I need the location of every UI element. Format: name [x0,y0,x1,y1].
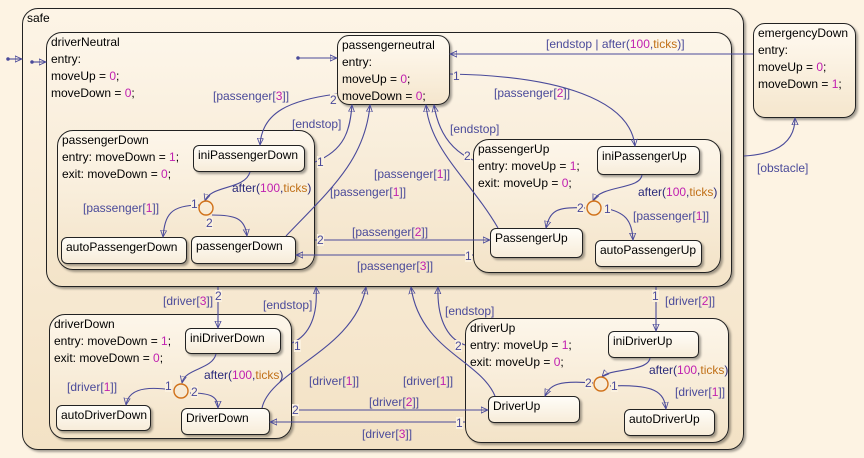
state-passengerneutral-label: passengerneutral [342,38,435,52]
state-emergencyDown-label: emergencyDown [758,26,849,40]
state-passengerDown-group-label: passengerDown [62,133,149,147]
priority-ddj-2: 2 [191,385,198,399]
priority-puj-1: 1 [604,202,611,216]
state-driverUp-group-label: driverUp [470,321,516,335]
state-DriverDown[interactable]: DriverDown [181,408,270,435]
label-driver-2-top: [driver[2]] [665,294,716,308]
state-autoPassengerDown[interactable]: autoPassengerDown [61,237,187,264]
priority-pd-1: 1 [317,155,324,169]
label-passenger-3-cross: [passenger[3]] [357,259,434,273]
label-passenger-1-pu-inner: [passenger[1]] [633,209,710,223]
priority-du-1: 1 [652,289,659,303]
priority-pu-2: 2 [464,149,471,163]
label-endstop-du: [endstop] [445,304,495,318]
priority-puj-2: 2 [577,201,584,215]
label-after-pd: after(100,ticks) [232,181,312,195]
state-passengerneutral[interactable]: passengerneutral entry: moveUp = 0; move… [337,35,450,105]
label-after-pu: after(100,ticks) [638,185,718,199]
state-passengerUp-group-label: passengerUp [478,142,550,156]
priority-pdj-2: 2 [206,216,213,230]
label-driver-1-dd-inner: [driver[1]] [67,380,118,394]
priority-duj-2: 2 [585,376,592,390]
label-passenger-1-pd: [passenger[1]] [330,185,407,199]
state-autoDriverDown[interactable]: autoDriverDown [56,405,151,431]
state-PassengerUp[interactable]: PassengerUp [490,228,583,258]
priority-du-cross-1: 1 [456,416,463,430]
priority-pu-cross-1: 1 [465,249,472,263]
label-endstop-after: [endstop | after(100,ticks)] [546,37,685,51]
label-passenger-3-top: [passenger[3]] [213,89,290,103]
label-driver-2-cross: [driver[2]] [369,395,420,409]
state-emergencyDown[interactable]: emergencyDown entry: moveUp = 0; moveDow… [753,23,856,118]
label-endstop-pu: [endstop] [450,122,500,136]
label-driver-1-du-inner: [driver[1]] [675,385,726,399]
label-obstacle: [obstacle] [757,161,809,175]
label-driver-1-du: [driver[1]] [403,374,454,388]
priority-pdj-1: 1 [191,197,198,211]
state-iniPassengerDown[interactable]: iniPassengerDown [193,145,305,172]
state-safe-label: safe [27,11,50,25]
label-after-dd: after(100,ticks) [204,368,284,382]
label-driver-1-dd: [driver[1]] [309,374,360,388]
transition-obstacle [743,118,795,157]
priority-du-endstop-2: 2 [455,339,462,353]
state-driverNeutral-label: driverNeutral [51,35,120,49]
state-driverDown-group-label: driverDown [54,317,115,331]
label-passenger-2-cross: [passenger[2]] [352,225,429,239]
label-after-du: after(100,ticks) [649,363,729,377]
priority-dd-cross-2: 2 [292,403,299,417]
state-iniPassengerUp[interactable]: iniPassengerUp [597,146,700,175]
label-endstop-dd: [endstop] [263,298,313,312]
state-DriverUp[interactable]: DriverUp [488,396,580,423]
state-iniDriverDown[interactable]: iniDriverDown [185,328,281,354]
priority-dd-endstop-1: 1 [294,339,301,353]
state-passengerDown[interactable]: passengerDown [191,236,296,264]
priority-ddj-1: 1 [165,379,172,393]
priority-pd-cross-2: 2 [317,233,324,247]
label-passenger-1-pu: [passenger[1]] [374,167,451,181]
priority-pn-1: 1 [453,69,460,83]
label-driver-3-top: [driver[3]] [163,294,214,308]
state-autoPassengerUp[interactable]: autoPassengerUp [595,240,702,267]
label-endstop-pd: [endstop] [292,117,342,131]
priority-pn-2: 2 [330,93,337,107]
label-driver-3-cross: [driver[3]] [362,427,413,441]
label-passenger-2-top: [passenger[2]] [494,86,571,100]
state-autoDriverUp[interactable]: autoDriverUp [624,409,715,436]
label-passenger-1-pd-inner: [passenger[1]] [83,201,160,215]
priority-duj-1: 1 [611,379,618,393]
priority-dd-2: 2 [215,289,222,303]
state-iniDriverUp[interactable]: iniDriverUp [608,331,699,358]
